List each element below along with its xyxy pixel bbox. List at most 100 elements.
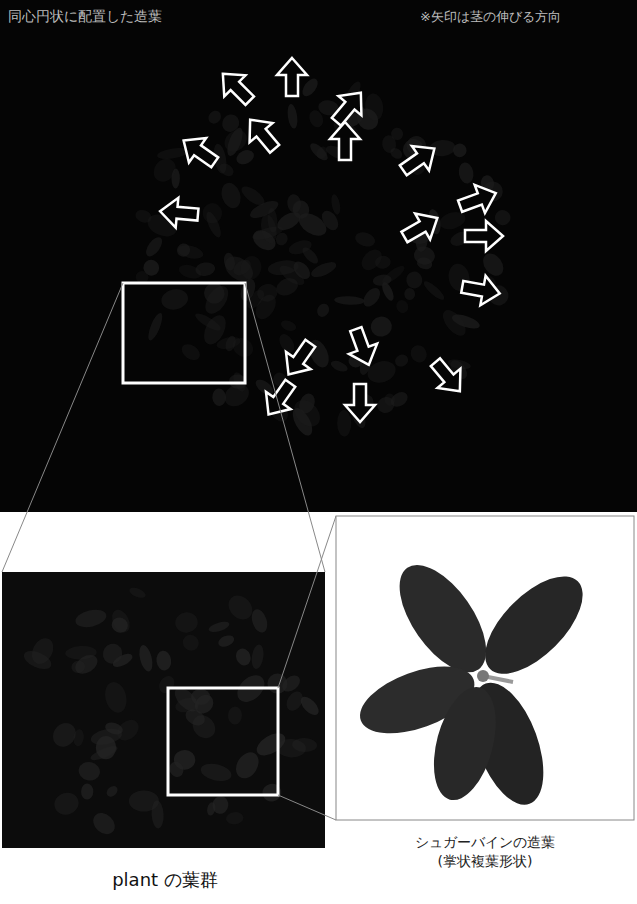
arrow-symbol	[325, 83, 372, 131]
leaf-blob	[384, 393, 396, 407]
leaf-blob	[199, 761, 233, 784]
leaf-cluster	[21, 586, 322, 839]
leaf-blob	[102, 680, 130, 715]
leaf-blob	[174, 611, 199, 634]
leaf-blob	[334, 296, 365, 306]
leaf-blob	[372, 273, 392, 287]
leaf-blob	[289, 395, 325, 432]
arrow-symbol	[455, 179, 501, 220]
leaf-blob	[151, 800, 164, 828]
leaf-blob	[234, 147, 256, 167]
arrow-symbol	[342, 324, 383, 370]
leaf-blob	[179, 341, 203, 363]
leaf-blob	[143, 234, 165, 259]
leaf-blob	[207, 620, 230, 634]
leaf-blob	[298, 694, 322, 718]
leaf-blob	[219, 111, 243, 135]
arrow-symbol	[175, 128, 223, 174]
leaf-blob	[307, 108, 326, 129]
leaf-blob	[319, 208, 342, 233]
leaf-blob	[141, 257, 161, 278]
arrow-symbol	[345, 384, 375, 422]
arrow-symbol	[239, 110, 286, 158]
leaf-blob	[422, 279, 447, 303]
leaf-blob	[74, 607, 108, 630]
caption-text: シュガーバインの造葉 (掌状複葉形状)	[385, 833, 585, 871]
leaf-blob	[224, 591, 257, 625]
leaf-blob	[177, 262, 203, 281]
caption-text: plant の葉群	[112, 868, 218, 892]
arrow-symbol	[256, 375, 302, 423]
leaf-blob	[77, 760, 102, 782]
leaf-blob	[286, 193, 302, 214]
leaf-blob	[156, 146, 189, 161]
leaf-blob	[261, 782, 283, 803]
leaf-blob	[81, 783, 93, 799]
panel-title: 同心円状に配置した造葉	[8, 8, 162, 26]
leaf-blob	[337, 410, 352, 437]
leaf-blob	[224, 334, 238, 352]
arrow-symbol	[424, 353, 471, 401]
leaf-blob	[286, 103, 299, 129]
arrow-symbol	[397, 205, 445, 250]
detail-box	[336, 516, 634, 820]
leaf-blob	[160, 287, 190, 312]
leaf-blob	[290, 258, 313, 282]
leaf-blob	[299, 76, 320, 99]
leaf-blob	[274, 275, 301, 299]
leaf-blob	[72, 651, 101, 677]
leaf-blob	[250, 644, 265, 670]
leaf-blob	[211, 795, 229, 815]
leaf-blob	[155, 650, 172, 672]
leaf-blob	[109, 615, 130, 635]
leaf-blob	[253, 729, 289, 760]
leaf-blob	[212, 388, 227, 406]
zoom-line	[278, 516, 336, 688]
leaf-blob	[238, 254, 264, 282]
palmate-leaf	[351, 551, 599, 814]
leaf-blob	[206, 108, 224, 126]
growth-arrows	[159, 58, 503, 423]
leaf-blob	[105, 784, 120, 799]
arrow-symbol	[276, 335, 322, 383]
leaf-blob	[176, 243, 204, 261]
leaf-blob	[248, 197, 281, 221]
leaf-blob	[96, 736, 117, 760]
zoom-line	[2, 283, 123, 572]
arrow-symbol	[212, 63, 260, 111]
leaf-blob	[404, 288, 415, 301]
leaf-blob	[180, 631, 202, 653]
leaf-blob	[146, 311, 165, 342]
leaf-blob	[287, 238, 313, 257]
leaf-blob	[72, 729, 84, 747]
leaf-blob	[364, 92, 385, 121]
leaf-blob	[457, 161, 475, 185]
leaf-blob	[358, 246, 386, 275]
leaf-blob	[256, 282, 280, 303]
leaf-blob	[493, 209, 511, 227]
dark-panel	[0, 0, 637, 512]
leaf-blob	[217, 633, 236, 649]
dark-panel	[2, 572, 325, 848]
arrow-symbol	[460, 272, 503, 308]
leaf-blob	[353, 230, 377, 249]
leaf-blob	[479, 250, 508, 280]
zoom-frame	[168, 688, 278, 795]
leaf-blob	[393, 352, 410, 368]
leaf-blob	[218, 180, 244, 211]
note-text: ※矢印は茎の伸びる方向	[420, 8, 561, 26]
leaf-blob	[183, 706, 208, 729]
leaf-blob	[439, 306, 470, 339]
leaf-blob	[128, 586, 147, 600]
leaf-blob	[89, 809, 119, 839]
leaf-blob	[381, 135, 397, 154]
leaf-blob	[360, 285, 383, 310]
leaf-blob	[217, 161, 236, 179]
leaf-blob	[307, 140, 330, 163]
arrow-symbol	[330, 122, 360, 160]
leaf-blob	[21, 647, 54, 673]
leaf-blob	[405, 270, 424, 290]
zoom-line	[245, 283, 325, 572]
arrow-symbol	[277, 58, 307, 96]
